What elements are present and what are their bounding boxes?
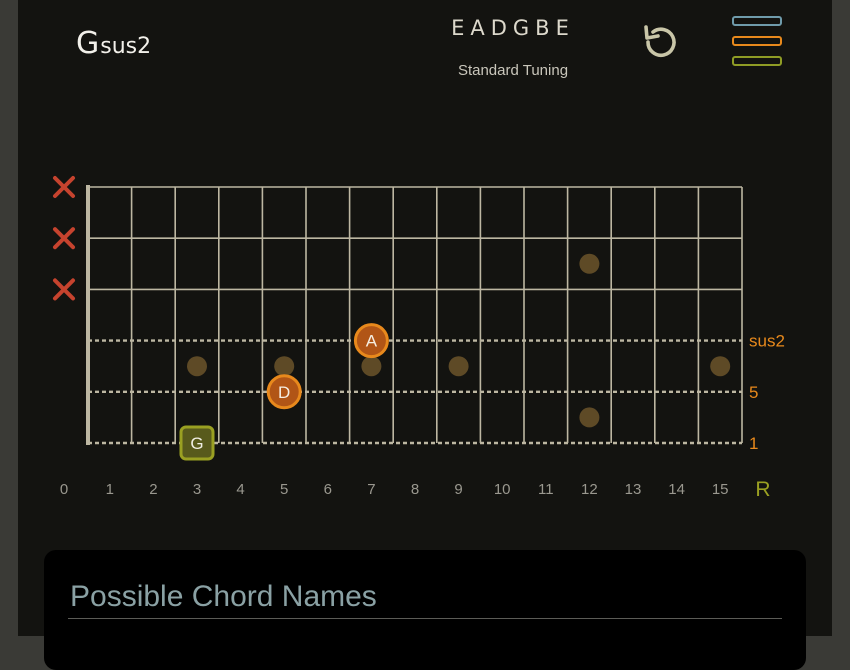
reset-button[interactable]	[638, 20, 684, 66]
muted-string-icon	[53, 278, 75, 301]
fret-number: 4	[236, 481, 244, 498]
note-label: G	[190, 434, 203, 453]
muted-x-stroke	[53, 176, 75, 198]
app-screen: Gsus2 EADGBE Standard Tuning sus2 5 1 A D G 0 1…	[18, 0, 832, 670]
note-label: D	[278, 383, 290, 402]
fret-number: 3	[193, 481, 201, 498]
note-label: A	[366, 332, 378, 351]
fret-number: 6	[324, 481, 332, 498]
fret-number: 10	[494, 481, 511, 498]
muted-string-icon	[53, 176, 75, 198]
card-divider	[68, 618, 782, 619]
menu-icon-bar-bottom	[732, 56, 782, 66]
fret-marker-dot	[448, 356, 469, 377]
fret-number: 1	[106, 481, 114, 498]
fret-number: 7	[367, 481, 375, 498]
chord-names-card: Possible Chord Names	[44, 550, 806, 670]
card-title: Possible Chord Names	[70, 580, 377, 613]
menu-icon-bar-middle	[732, 36, 782, 46]
interval-label: 5	[749, 383, 758, 402]
reset-icon	[644, 25, 676, 58]
muted-x-stroke	[53, 278, 75, 301]
fret-marker-dot	[187, 356, 207, 377]
chord-suffix: sus2	[100, 34, 152, 59]
fret-number: 9	[454, 481, 462, 498]
fret-marker-dot	[361, 356, 382, 377]
fret-number: 2	[149, 481, 157, 498]
muted-string-icon	[53, 227, 75, 250]
menu-button[interactable]	[730, 14, 786, 72]
chord-name: Gsus2	[76, 26, 151, 61]
fret-number: 8	[411, 481, 419, 498]
fret-number: 12	[581, 481, 598, 498]
interval-label: 1	[749, 434, 758, 453]
root-note-marker	[179, 425, 215, 461]
interval-label: sus2	[749, 332, 785, 351]
root-marker-label: R	[755, 478, 770, 501]
fret-number: 13	[625, 481, 642, 498]
note-marker	[353, 323, 389, 359]
note-marker	[266, 374, 302, 410]
tuning-label: Standard Tuning	[457, 62, 569, 79]
menu-icon-bar-top	[732, 16, 782, 26]
fret-number: 5	[280, 481, 288, 498]
fret-marker-dot	[579, 407, 600, 428]
fret-number: 15	[712, 481, 729, 498]
fret-number: 11	[538, 481, 554, 498]
chord-root: G	[76, 26, 100, 61]
fret-number: 0	[60, 481, 68, 498]
fret-number: 14	[668, 481, 685, 498]
fret-marker-dot	[274, 356, 295, 377]
tuning-name[interactable]: EADGBE	[451, 16, 575, 40]
fret-marker-dot	[579, 253, 600, 274]
fret-marker-dot	[710, 356, 731, 377]
muted-x-stroke	[53, 227, 75, 250]
